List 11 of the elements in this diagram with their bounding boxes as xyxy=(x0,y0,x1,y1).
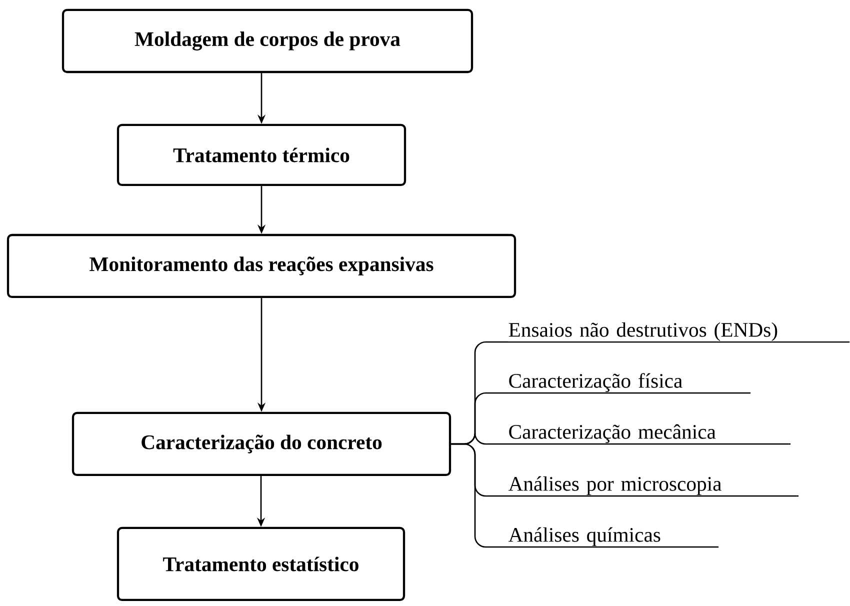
process-box: Tratamento estatístico xyxy=(116,526,406,602)
process-box: Moldagem de corpos de prova xyxy=(62,8,474,74)
connector-line xyxy=(451,443,508,548)
process-box: Monitoramento das reações expansivas xyxy=(6,234,516,298)
underlined-label: Caracterização física xyxy=(508,373,751,394)
process-box: Tratamento térmico xyxy=(116,124,406,186)
underlined-label: Análises por microscopia xyxy=(508,476,799,497)
underlined-label: Análises químicas xyxy=(508,527,719,548)
underlined-label: Ensaios não destrutivos (ENDs) xyxy=(508,322,850,343)
process-box: Caracterização do concreto xyxy=(72,412,452,476)
underlined-label: Caracterização mecânica xyxy=(508,424,791,445)
